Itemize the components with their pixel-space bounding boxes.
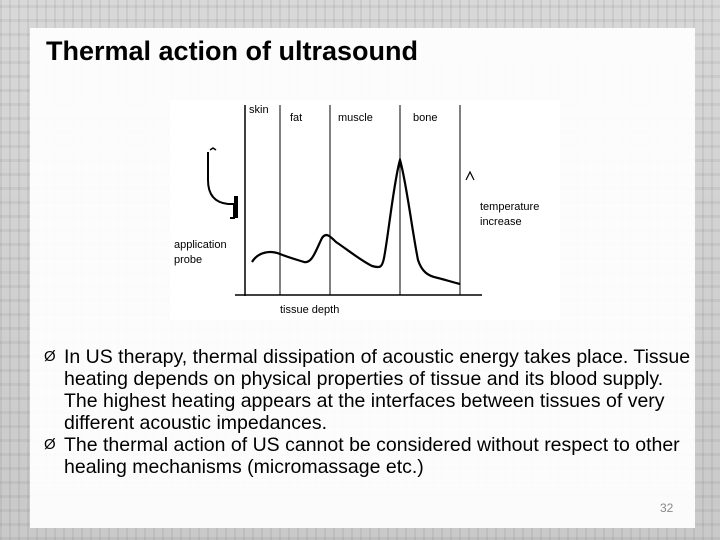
bullet-arrow-icon: Ø (44, 436, 56, 453)
temperature-marker (465, 170, 475, 181)
diagram-svg: skin fat muscle bone temperature increas… (170, 100, 560, 320)
bullet-text: In US therapy, thermal dissipation of ac… (64, 346, 691, 434)
label-muscle: muscle (338, 112, 373, 124)
slide-title: Thermal action of ultrasound (46, 36, 419, 66)
label-temperature-line2: increase (480, 216, 522, 228)
probe-outline (207, 152, 235, 219)
bullet-item: Ø In US therapy, thermal dissipation of … (44, 346, 694, 434)
label-temperature-line1: temperature (480, 201, 539, 213)
label-tissue-depth: tissue depth (280, 304, 339, 316)
label-probe-line1: application (174, 239, 227, 251)
label-skin: skin (249, 104, 269, 116)
label-bone: bone (413, 112, 437, 124)
bullet-list: Ø In US therapy, thermal dissipation of … (44, 346, 694, 478)
label-fat: fat (290, 112, 302, 124)
temperature-curve (251, 156, 461, 286)
page-number: 32 (660, 501, 674, 515)
thermal-diagram: skin fat muscle bone temperature increas… (170, 100, 560, 320)
bullet-item: Ø The thermal action of US cannot be con… (44, 434, 694, 478)
bullet-arrow-icon: Ø (44, 348, 56, 365)
probe-top (209, 147, 217, 151)
bullet-text: The thermal action of US cannot be consi… (64, 434, 680, 478)
label-probe-line2: probe (174, 254, 202, 266)
